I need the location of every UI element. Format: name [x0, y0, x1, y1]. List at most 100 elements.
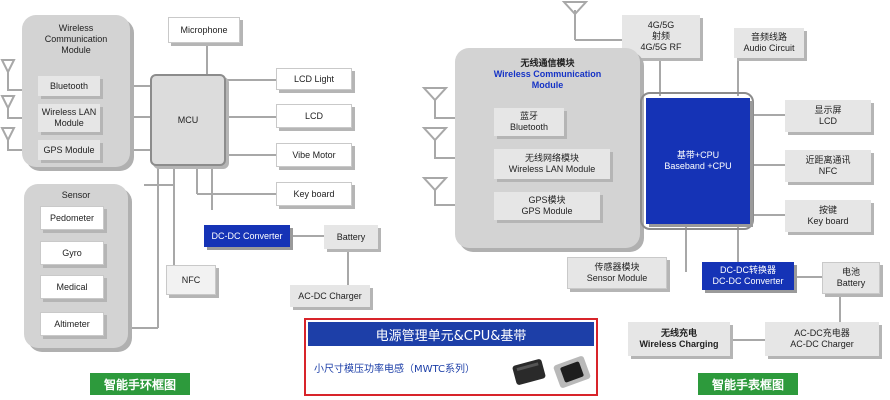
- microphone-label: Microphone: [180, 24, 228, 35]
- bluetooth-box-right: 蓝牙 Bluetooth: [494, 108, 564, 136]
- battery-right-line2: Battery: [836, 278, 866, 288]
- nfc-box-right: 近距离通讯 NFC: [785, 150, 871, 182]
- battery-right-line1: 电池: [841, 267, 860, 277]
- bluetooth-label: Bluetooth: [49, 80, 89, 91]
- banner-subtitle-text: 小尺寸模压功率电感（MWTC系列）: [314, 364, 476, 375]
- sensor-module-box: 传感器模块 Sensor Module: [567, 257, 667, 289]
- dcdc-label-left: DC-DC Converter: [211, 230, 283, 241]
- rf-label-line2: 射频: [651, 31, 670, 41]
- gyro-box: Gyro: [40, 241, 104, 265]
- wireless-charging-box: 无线充电 Wireless Charging: [628, 322, 730, 356]
- wireless-title-en-line1: Wireless Communication: [493, 69, 602, 79]
- bluetooth-box: Bluetooth: [38, 76, 100, 96]
- keyboard-right-line1: 按键: [818, 205, 837, 215]
- lcd-box: LCD: [276, 104, 352, 128]
- keyboard-box: Key board: [276, 182, 352, 206]
- wireless-communication-title: 无线通信模块 Wireless Communication Module: [455, 58, 640, 91]
- lcd-light-label: LCD Light: [293, 73, 335, 84]
- mcu-box: MCU: [150, 74, 226, 166]
- cpu-label-line1: 基带+CPU: [676, 150, 720, 160]
- wlan-right-line1: 无线网络模块: [524, 153, 579, 163]
- bluetooth-right-line2: Bluetooth: [509, 122, 549, 132]
- wireless-module-title-line1: Wireless: [58, 23, 94, 33]
- sensor-right-line1: 传感器模块: [594, 262, 640, 272]
- altimeter-box: Altimeter: [40, 312, 104, 336]
- rf-label-line3: 4G/5G RF: [640, 42, 682, 52]
- gps-box: GPS Module: [38, 140, 100, 160]
- medical-label: Medical: [56, 281, 88, 292]
- pedometer-box: Pedometer: [40, 206, 104, 230]
- lcd-box-right: 显示屏 LCD: [785, 100, 871, 132]
- gps-right-line1: GPS模块: [528, 195, 566, 205]
- cpu-label-line2: Baseband +CPU: [664, 161, 732, 171]
- banner-title-text: 电源管理单元&CPU&基带: [375, 328, 527, 344]
- ac-dc-label-left: AC-DC Charger: [298, 290, 362, 301]
- wireless-module-title-line3: Module: [61, 45, 91, 55]
- lcd-right-line2: LCD: [818, 116, 837, 126]
- wireless-title-cn: 无线通信模块: [520, 58, 575, 68]
- mcu-label: MCU: [177, 114, 199, 125]
- keyboard-box-right: 按键 Key board: [785, 200, 871, 232]
- pedometer-label: Pedometer: [49, 212, 95, 223]
- nfc-right-line2: NFC: [818, 166, 838, 176]
- wlan-right-line2: Wireless LAN Module: [508, 164, 596, 174]
- nfc-box-left: NFC: [166, 265, 216, 295]
- ac-dc-right-line2: AC-DC Charger: [790, 339, 854, 349]
- keyboard-label: Key board: [293, 188, 335, 199]
- lcd-light-box: LCD Light: [276, 68, 352, 90]
- wireless-module-title: Wireless Communication Module: [22, 23, 130, 56]
- wlan-box-right: 无线网络模块 Wireless LAN Module: [494, 149, 610, 179]
- bluetooth-right-line1: 蓝牙: [519, 111, 538, 121]
- banner-title: 电源管理单元&CPU&基带: [308, 322, 594, 346]
- inductor-chip-image: [512, 356, 591, 388]
- keyboard-right-line2: Key board: [807, 216, 849, 226]
- audio-label-line1: 音频线路: [750, 32, 787, 42]
- battery-box-left: Battery: [324, 225, 378, 249]
- rf-label-line1: 4G/5G: [647, 20, 675, 30]
- audio-circuit-box: 音频线路 Audio Circuit: [734, 28, 804, 58]
- wireless-charging-line1: 无线充电: [660, 328, 697, 338]
- wlan-box: Wireless LAN Module: [38, 104, 100, 132]
- lcd-right-line1: 显示屏: [814, 105, 842, 115]
- altimeter-label: Altimeter: [54, 318, 90, 329]
- dcdc-box-left: DC-DC Converter: [204, 225, 290, 247]
- nfc-label-left: NFC: [181, 274, 201, 285]
- sensor-title: Sensor: [24, 190, 128, 201]
- ac-dc-charger-box-right: AC-DC充电器 AC-DC Charger: [765, 322, 879, 356]
- dcdc-right-line2: DC-DC Converter: [712, 276, 784, 286]
- sensor-right-line2: Sensor Module: [586, 273, 648, 283]
- wireless-charging-line2: Wireless Charging: [639, 339, 719, 349]
- dcdc-box-right: DC-DC转换器 DC-DC Converter: [702, 262, 794, 290]
- caption-smart-band: 智能手环框图: [90, 373, 190, 395]
- medical-box: Medical: [40, 275, 104, 299]
- battery-box-right: 电池 Battery: [822, 262, 880, 294]
- caption-smart-watch-text: 智能手表框图: [711, 377, 784, 392]
- rf-box: 4G/5G 射频 4G/5G RF: [622, 15, 700, 58]
- caption-smart-band-text: 智能手环框图: [103, 377, 176, 392]
- audio-label-line2: Audio Circuit: [743, 43, 795, 53]
- vibe-motor-label: Vibe Motor: [292, 149, 336, 160]
- lcd-label: LCD: [304, 110, 323, 121]
- gps-right-line2: GPS Module: [521, 206, 573, 216]
- nfc-right-line1: 近距离通讯: [805, 155, 851, 165]
- wlan-label-line2: Module: [54, 118, 84, 128]
- caption-smart-watch: 智能手表框图: [698, 373, 798, 395]
- vibe-motor-box: Vibe Motor: [276, 143, 352, 167]
- microphone-box: Microphone: [168, 17, 240, 43]
- sensor-title-text: Sensor: [61, 190, 91, 200]
- wireless-title-en-line2: Module: [531, 80, 564, 90]
- wlan-label-line1: Wireless LAN: [41, 107, 97, 117]
- baseband-cpu-box: 基带+CPU Baseband +CPU: [646, 98, 750, 224]
- banner-subtitle: 小尺寸模压功率电感（MWTC系列）: [314, 360, 475, 375]
- ac-dc-right-line1: AC-DC充电器: [794, 328, 850, 338]
- battery-label-left: Battery: [336, 231, 366, 242]
- gps-label: GPS Module: [43, 144, 95, 155]
- product-banner: 电源管理单元&CPU&基带 小尺寸模压功率电感（MWTC系列）: [304, 318, 598, 396]
- gyro-label: Gyro: [62, 247, 82, 258]
- dcdc-right-line1: DC-DC转换器: [720, 265, 776, 275]
- ac-dc-charger-box-left: AC-DC Charger: [290, 285, 370, 307]
- wireless-module-title-line2: Communication: [44, 34, 108, 44]
- cpu-outline: [640, 92, 754, 230]
- gps-box-right: GPS模块 GPS Module: [494, 192, 600, 220]
